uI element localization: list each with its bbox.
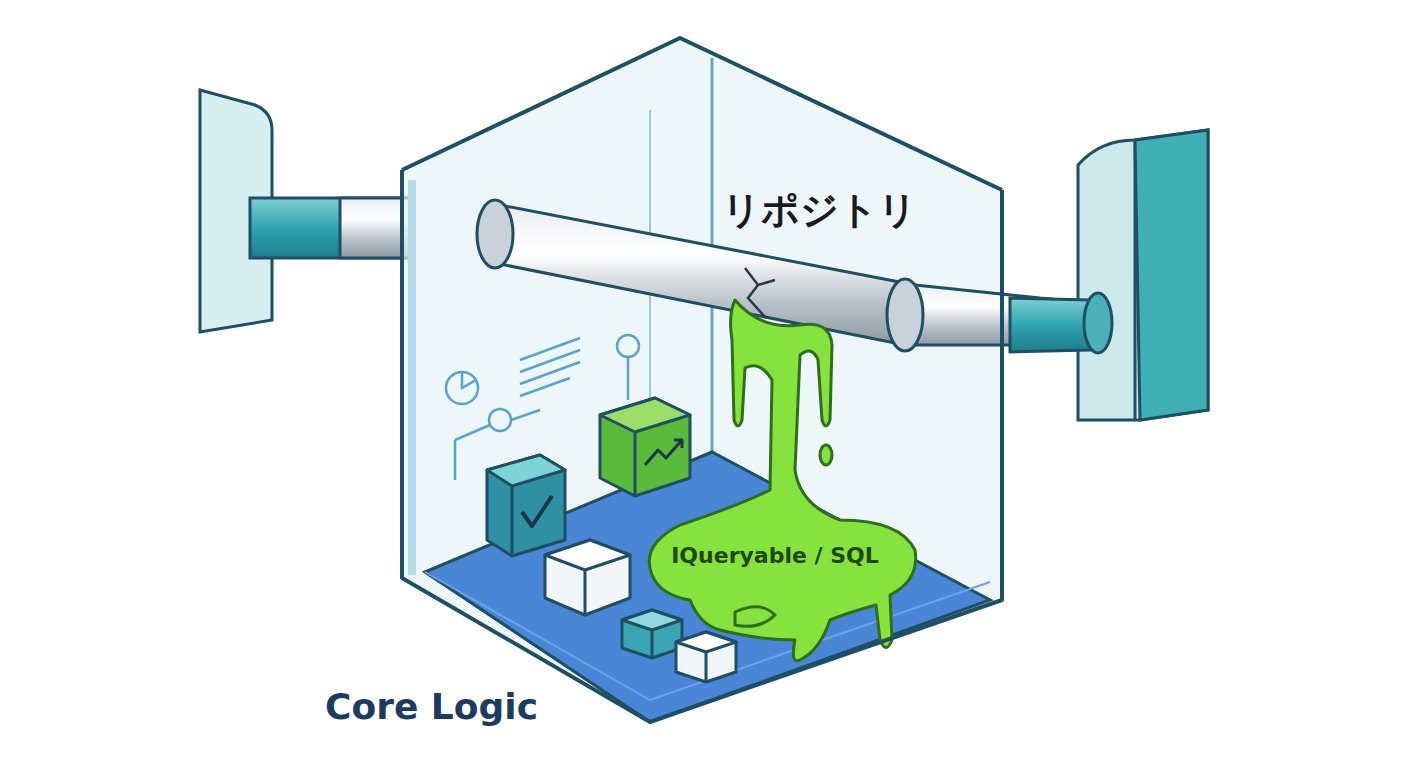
core-logic-box: Core Logic IQueryable / SQL [320, 35, 1020, 745]
leak-label: IQueryable / SQL [671, 543, 879, 568]
leak-puddle: IQueryable / SQL [645, 525, 905, 585]
glass-house [402, 38, 1002, 722]
pipe [250, 198, 410, 258]
slime [649, 300, 915, 661]
region-heading: Core Logic [325, 686, 538, 727]
glass-house [402, 38, 1002, 722]
wall-block [1078, 130, 1208, 420]
pipe-label: リポジトリ [722, 185, 917, 236]
